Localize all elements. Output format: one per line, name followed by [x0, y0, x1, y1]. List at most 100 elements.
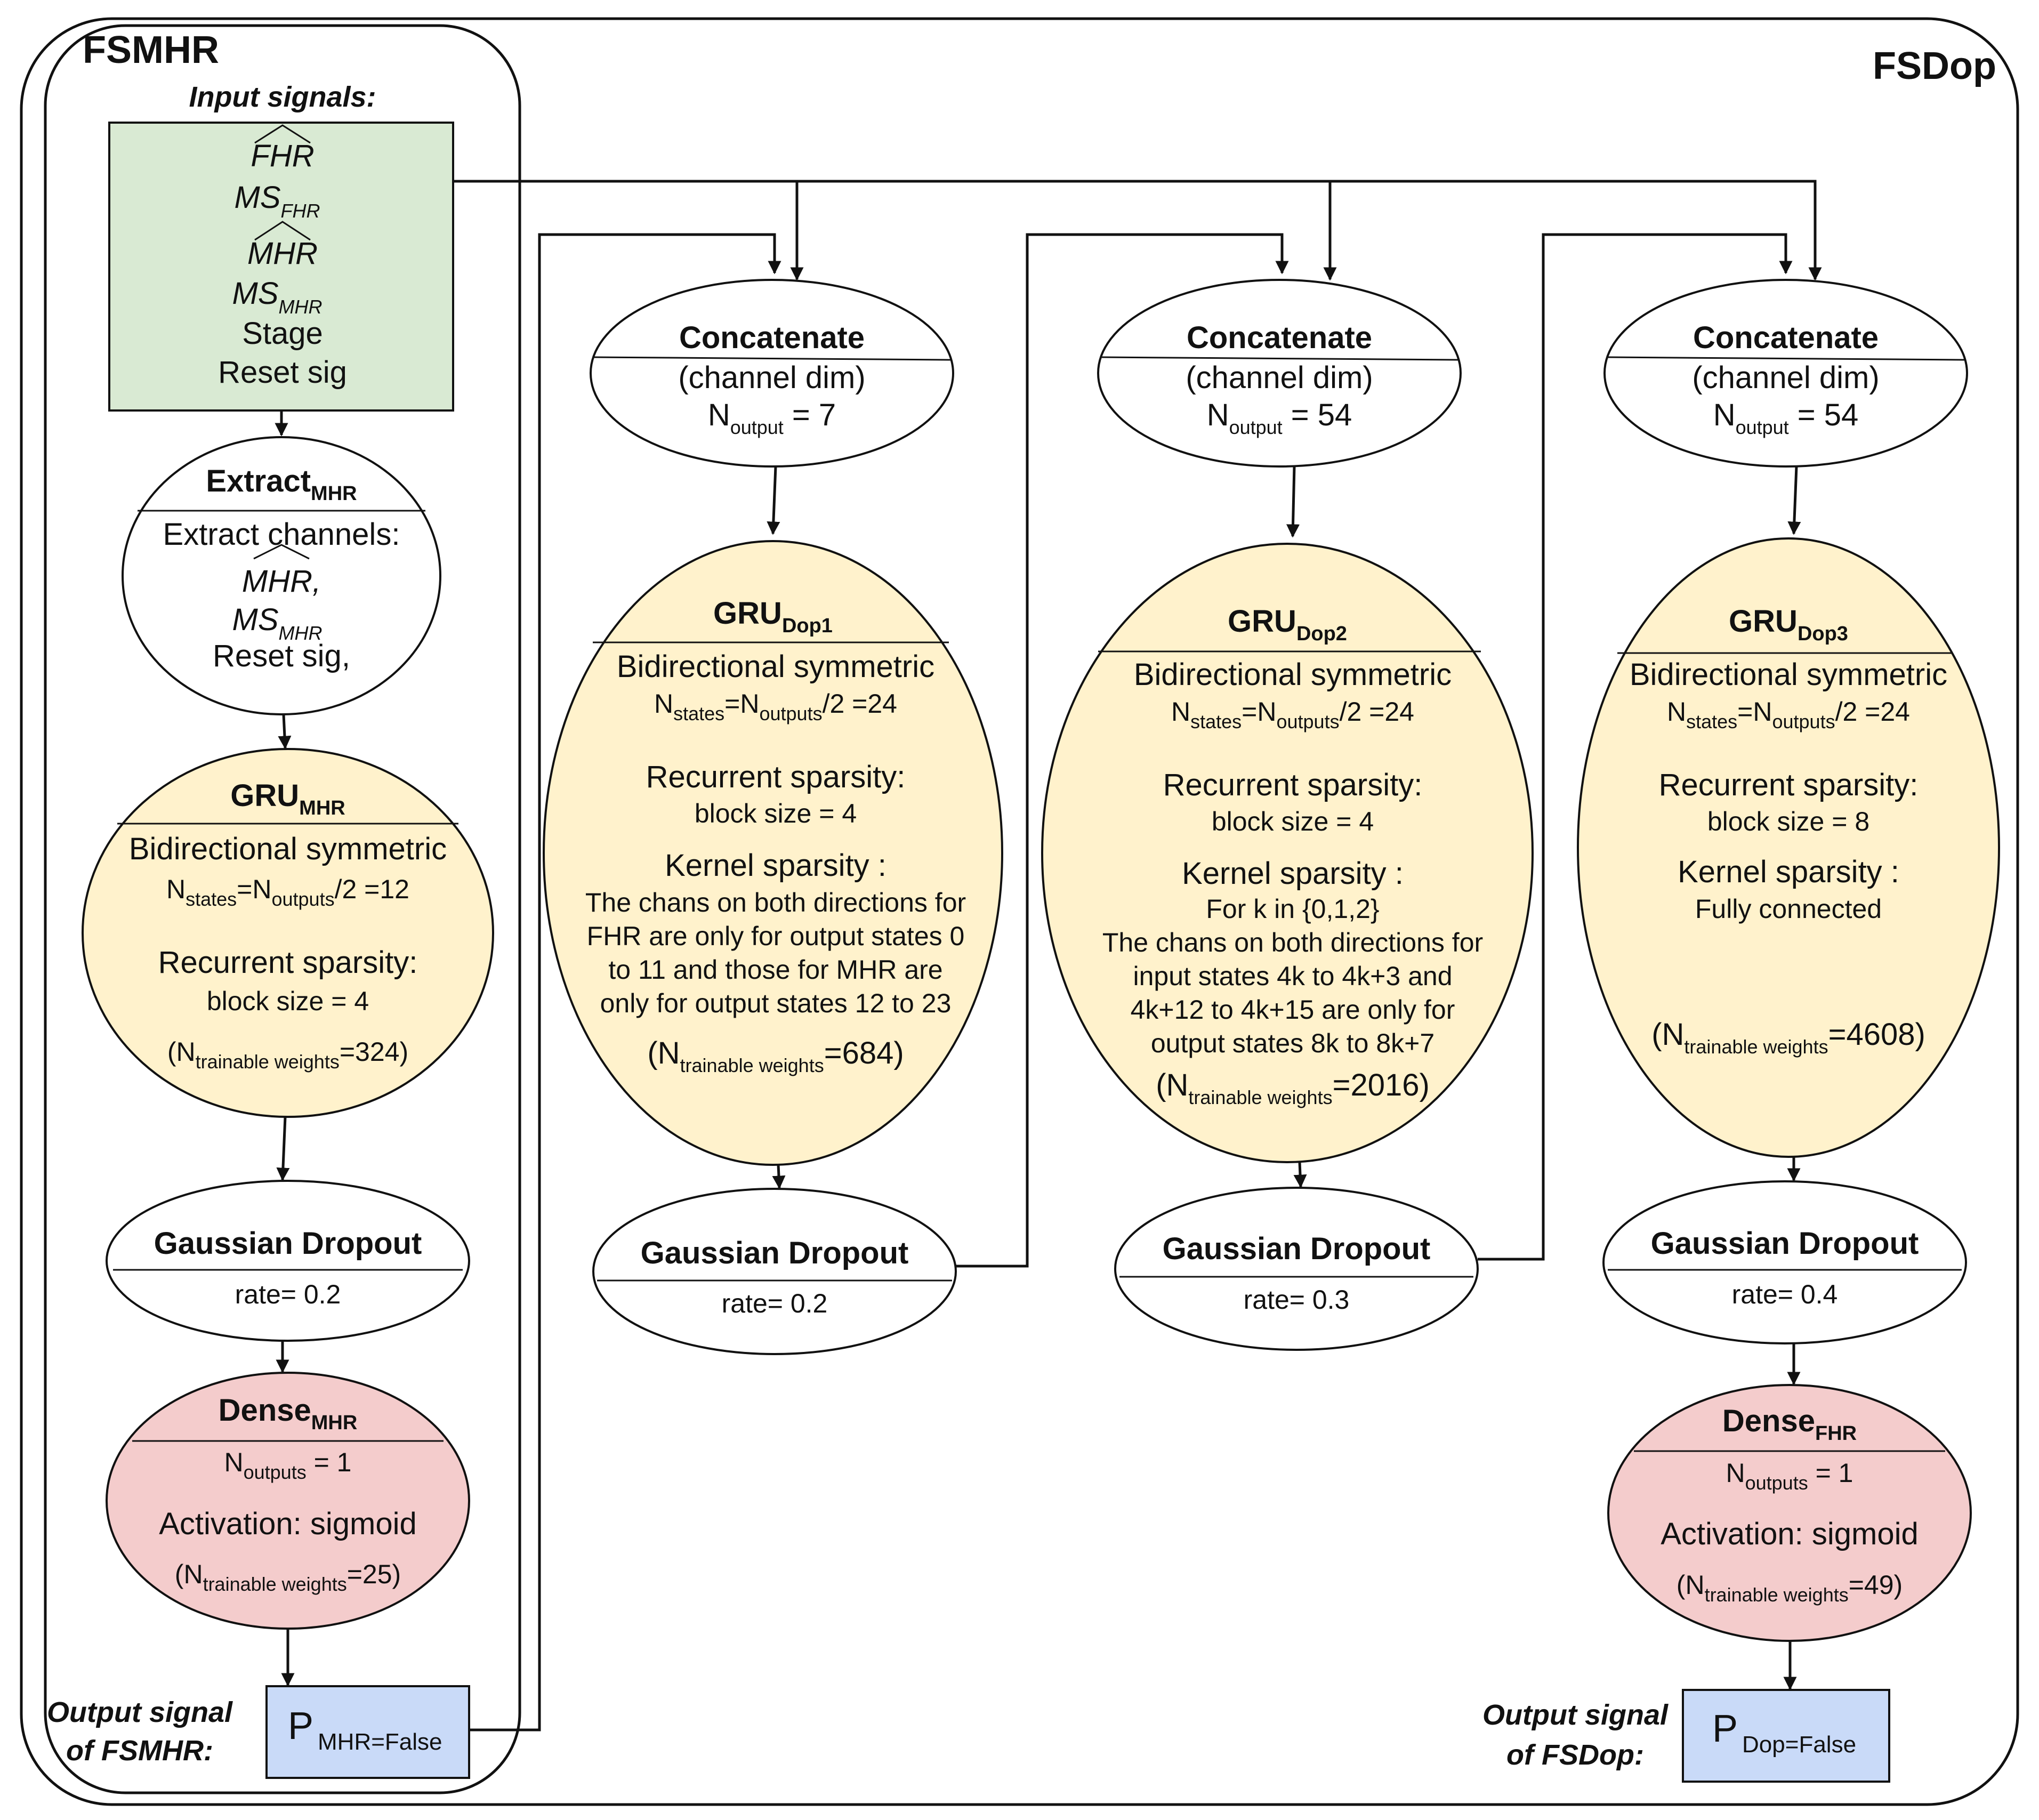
svg-text:Kernel sparsity :: Kernel sparsity : [1182, 856, 1404, 891]
svg-text:MHR: MHR [247, 236, 318, 271]
svg-text:(Ntrainable weights=25): (Ntrainable weights=25) [175, 1559, 401, 1595]
gru-dop2-title: GRUDop2 [1228, 604, 1347, 645]
svg-text:Fully connected: Fully connected [1695, 894, 1882, 924]
connectors [453, 180, 1822, 1732]
concatenate-2-n: Noutput = 54 [1207, 398, 1352, 438]
extract-mhr-details: Extract channels: MHR, MSMHR Reset sig, [163, 517, 400, 673]
svg-text:only for output states 12 to 2: only for output states 12 to 23 [600, 988, 952, 1018]
svg-text:Kernel sparsity :: Kernel sparsity : [1678, 855, 1899, 889]
svg-text:The chans on both directions f: The chans on both directions for [1102, 928, 1483, 957]
concatenate-2-title: Concatenate [1187, 320, 1372, 355]
dropout-dop2-rate: rate= 0.3 [1244, 1285, 1350, 1315]
gru-dop1-title: GRUDop1 [713, 596, 833, 637]
concatenate-3-n: Noutput = 54 [1713, 398, 1859, 438]
svg-text:block size = 4: block size = 4 [207, 986, 369, 1016]
dropout-dop3-node [1602, 1180, 1967, 1344]
svg-text:Recurrent sparsity:: Recurrent sparsity: [646, 760, 906, 794]
svg-text:Stage: Stage [242, 316, 323, 351]
svg-text:block size = 8: block size = 8 [1707, 807, 1869, 836]
dropout-dop3-rate: rate= 0.4 [1732, 1279, 1838, 1309]
svg-text:block size = 4: block size = 4 [1212, 807, 1374, 836]
concatenate-1-n: Noutput = 7 [708, 398, 836, 438]
dropout-dop3-title: Gaussian Dropout [1651, 1226, 1919, 1261]
svg-text:FHR are only for output states: FHR are only for output states 0 [587, 921, 965, 951]
svg-text:to 11 and those for MHR are: to 11 and those for MHR are [608, 955, 942, 985]
dropout-mhr-rate: rate= 0.2 [235, 1279, 341, 1309]
fsdop-container [20, 17, 2019, 1806]
svg-text:Bidirectional symmetric: Bidirectional symmetric [129, 832, 447, 866]
output-mhr-box [265, 1685, 470, 1779]
extract-mhr-node [122, 436, 441, 715]
dropout-mhr-title: Gaussian Dropout [154, 1226, 422, 1261]
svg-text:Recurrent sparsity:: Recurrent sparsity: [158, 945, 418, 980]
fsmhr-container [44, 24, 521, 1794]
svg-text:Nstates=Noutputs/2 =24: Nstates=Noutputs/2 =24 [1171, 697, 1414, 732]
concatenate-3-dim: (channel dim) [1692, 360, 1879, 395]
svg-text:Bidirectional symmetric: Bidirectional symmetric [1134, 657, 1452, 692]
gru-dop3-node [1577, 537, 2000, 1158]
input-signals-box [108, 122, 454, 412]
gru-dop2-node [1041, 543, 1534, 1163]
svg-text:Nstates=Noutputs/2 =12: Nstates=Noutputs/2 =12 [166, 874, 409, 910]
svg-text:(Ntrainable weights=2016): (Ntrainable weights=2016) [1156, 1068, 1430, 1108]
gru-mhr-title: GRUMHR [230, 778, 345, 819]
dropout-dop1-title: Gaussian Dropout [641, 1236, 909, 1270]
svg-text:(Ntrainable weights=49): (Ntrainable weights=49) [1677, 1570, 1903, 1606]
svg-text:MSFHR: MSFHR [235, 180, 320, 222]
svg-text:(Ntrainable weights=4608): (Ntrainable weights=4608) [1651, 1017, 1925, 1058]
svg-text:MSMHR: MSMHR [232, 602, 323, 644]
svg-text:4k+12 to 4k+15 are only for: 4k+12 to 4k+15 are only for [1131, 995, 1455, 1025]
concatenate-3-title: Concatenate [1693, 320, 1879, 355]
concatenate-2-node [1097, 279, 1462, 468]
gru-dop1-details: Bidirectional symmetric Nstates=Noutputs… [585, 649, 966, 1076]
svg-text:Bidirectional symmetric: Bidirectional symmetric [1630, 657, 1947, 692]
svg-text:Noutputs = 1: Noutputs = 1 [1726, 1458, 1853, 1494]
dropout-dop2-title: Gaussian Dropout [1163, 1231, 1431, 1266]
output-mhr-label-2: of FSMHR: [66, 1735, 213, 1767]
svg-text:Kernel sparsity :: Kernel sparsity : [665, 848, 886, 883]
output-mhr-label-1: Output signal [47, 1696, 233, 1728]
input-label: Input signals: [189, 81, 376, 113]
dropout-dop1-rate: rate= 0.2 [722, 1289, 828, 1318]
dropout-dop1-node [592, 1188, 957, 1355]
output-dop-label-2: of FSDop: [1506, 1739, 1644, 1771]
svg-text:(Ntrainable weights=324): (Ntrainable weights=324) [167, 1037, 408, 1073]
svg-text:Nstates=Noutputs/2 =24: Nstates=Noutputs/2 =24 [1667, 697, 1910, 732]
svg-text:input states 4k to 4k+3 and: input states 4k to 4k+3 and [1133, 961, 1452, 991]
svg-text:The chans on both directions f: The chans on both directions for [585, 888, 966, 917]
fsmhr-title: FSMHR [83, 29, 219, 71]
svg-text:Activation: sigmoid: Activation: sigmoid [159, 1507, 417, 1541]
svg-text:Reset sig: Reset sig [218, 355, 347, 390]
svg-text:Reset sig,: Reset sig, [213, 639, 350, 673]
concatenate-2-dim: (channel dim) [1186, 360, 1373, 395]
svg-text:Noutputs = 1: Noutputs = 1 [224, 1447, 352, 1483]
svg-text:Extract channels:: Extract channels: [163, 517, 400, 552]
dense-fhr-title: DenseFHR [1722, 1404, 1857, 1445]
gru-dop1-node [543, 540, 1003, 1166]
concatenate-3-node [1603, 279, 1968, 468]
gru-dop3-title: GRUDop3 [1729, 604, 1848, 645]
svg-text:Nstates=Noutputs/2 =24: Nstates=Noutputs/2 =24 [654, 689, 897, 724]
concatenate-1-dim: (channel dim) [678, 360, 865, 395]
svg-text:For k in {0,1,2}: For k in {0,1,2} [1206, 894, 1379, 924]
svg-text:block size = 4: block size = 4 [695, 799, 857, 828]
gru-mhr-details: Bidirectional symmetric Nstates=Noutputs… [129, 832, 447, 1073]
concatenate-1-title: Concatenate [679, 320, 865, 355]
concatenate-1-node [590, 279, 954, 468]
dense-mhr-title: DenseMHR [219, 1393, 358, 1434]
fsdop-title: FSDop [1873, 45, 1996, 87]
svg-text:Activation: sigmoid: Activation: sigmoid [1661, 1517, 1919, 1551]
dense-fhr-details: Noutputs = 1 Activation: sigmoid (Ntrain… [1661, 1458, 1919, 1606]
gru-dop2-details: Bidirectional symmetric Nstates=Noutputs… [1102, 657, 1483, 1108]
svg-text:Recurrent sparsity:: Recurrent sparsity: [1659, 768, 1919, 802]
dense-mhr-details: Noutputs = 1 Activation: sigmoid (Ntrain… [159, 1447, 417, 1595]
extract-mhr-title: ExtractMHR [206, 464, 357, 505]
svg-text:MHR,: MHR, [242, 564, 321, 599]
svg-text:Bidirectional symmetric: Bidirectional symmetric [617, 649, 934, 684]
dropout-dop2-node [1114, 1187, 1479, 1351]
dropout-mhr-node [106, 1180, 470, 1342]
svg-text:output states 8k to 8k+7: output states 8k to 8k+7 [1151, 1028, 1434, 1058]
